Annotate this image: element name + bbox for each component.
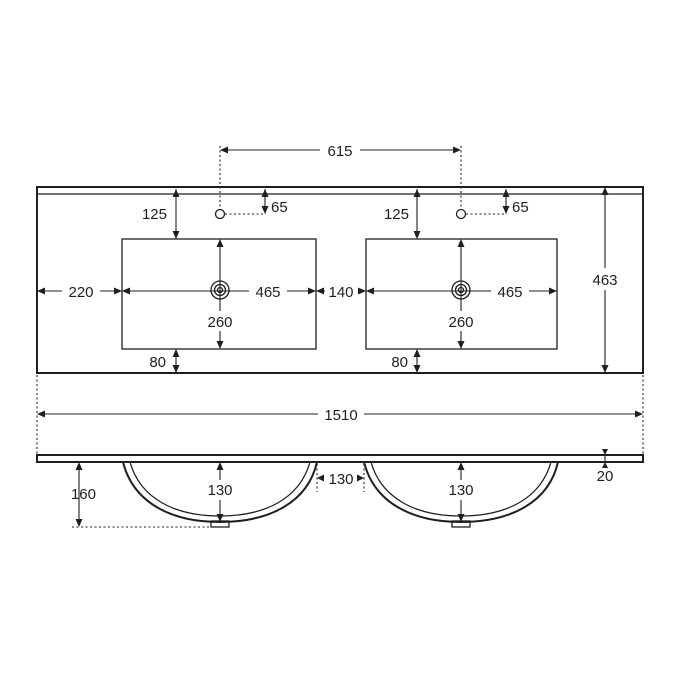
dim-bowl-front-left: 125 (142, 189, 180, 239)
dim-bowl-front-right: 125 (384, 189, 421, 239)
dim-total-height: 160 (71, 462, 211, 528)
label-bowl-width-left: 465 (255, 284, 280, 301)
left-basin-outline (121, 238, 317, 350)
dim-overall-depth: 463 (588, 187, 622, 373)
label-bowl-gap: 140 (328, 284, 353, 301)
label-bowl-height-left: 130 (207, 482, 232, 499)
plan-view: 615 65 65 125 (36, 140, 644, 374)
dim-bowl-back-left: 80 (149, 349, 180, 373)
label-bowl-front-left: 125 (142, 206, 167, 223)
dim-bowl-gap: 140 (316, 281, 366, 301)
front-view: 160 130 130 130 (36, 449, 644, 528)
label-bowl-separation: 130 (328, 471, 353, 488)
dim-bowl-height-right: 130 (444, 462, 478, 522)
label-bowl-depth-right: 260 (448, 314, 473, 331)
dim-tap-spacing: 615 (219, 140, 462, 207)
dim-left-margin: 220 (37, 281, 122, 301)
dim-bowl-width-left: 465 (122, 281, 316, 301)
countertop-outline (36, 186, 644, 374)
dim-tap-hole-offset-left: 65 (225, 189, 288, 216)
label-top-thickness: 20 (597, 468, 614, 485)
label-total-height: 160 (71, 486, 96, 503)
label-overall-width: 1510 (324, 407, 357, 424)
dim-bowl-width-right: 465 (366, 281, 557, 301)
label-bowl-depth-left: 260 (207, 314, 232, 331)
label-left-margin: 220 (68, 284, 93, 301)
dim-bowl-depth-right: 260 (443, 239, 479, 349)
label-bowl-height-right: 130 (448, 482, 473, 499)
right-basin-outline (365, 238, 558, 350)
label-bowl-back-right: 80 (391, 354, 408, 371)
label-overall-depth: 463 (592, 272, 617, 289)
countertop-slab (36, 454, 644, 463)
dim-bowl-depth-left: 260 (202, 239, 238, 349)
right-tap-hole-icon (455, 208, 467, 220)
dim-tap-hole-offset-right: 65 (466, 189, 529, 216)
left-tap-hole-icon (214, 208, 226, 220)
dim-overall-width: 1510 (36, 375, 644, 458)
label-tap-hole-offset-right: 65 (512, 199, 529, 216)
dim-bowl-separation: 130 (316, 464, 365, 492)
label-tap-spacing: 615 (327, 143, 352, 160)
label-tap-hole-offset-left: 65 (271, 199, 288, 216)
dim-bowl-back-right: 80 (391, 349, 421, 373)
label-bowl-front-right: 125 (384, 206, 409, 223)
label-bowl-width-right: 465 (497, 284, 522, 301)
dim-top-thickness: 20 (597, 449, 614, 485)
dim-bowl-height-left: 130 (203, 462, 237, 522)
label-bowl-back-left: 80 (149, 354, 166, 371)
